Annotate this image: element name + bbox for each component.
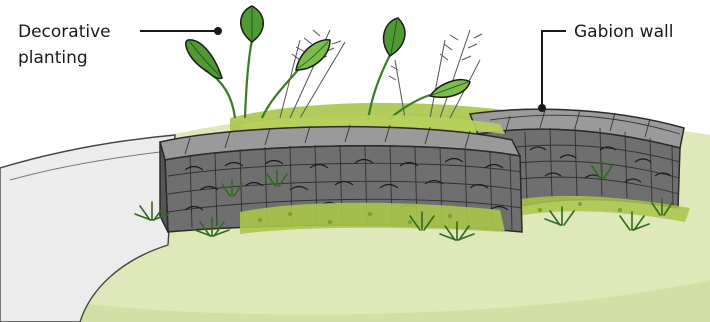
decorative-planting — [186, 6, 482, 120]
callout-planting — [140, 27, 222, 35]
leaf — [296, 40, 330, 70]
callout-dot — [214, 27, 222, 35]
callout-dot — [538, 104, 546, 112]
label-decorative-planting-line2: planting — [18, 46, 88, 70]
callout-gabion — [538, 31, 566, 112]
label-gabion-wall: Gabion wall — [574, 20, 673, 44]
label-decorative-planting-line1: Decorative — [18, 20, 111, 44]
leaf-veins — [190, 8, 468, 95]
